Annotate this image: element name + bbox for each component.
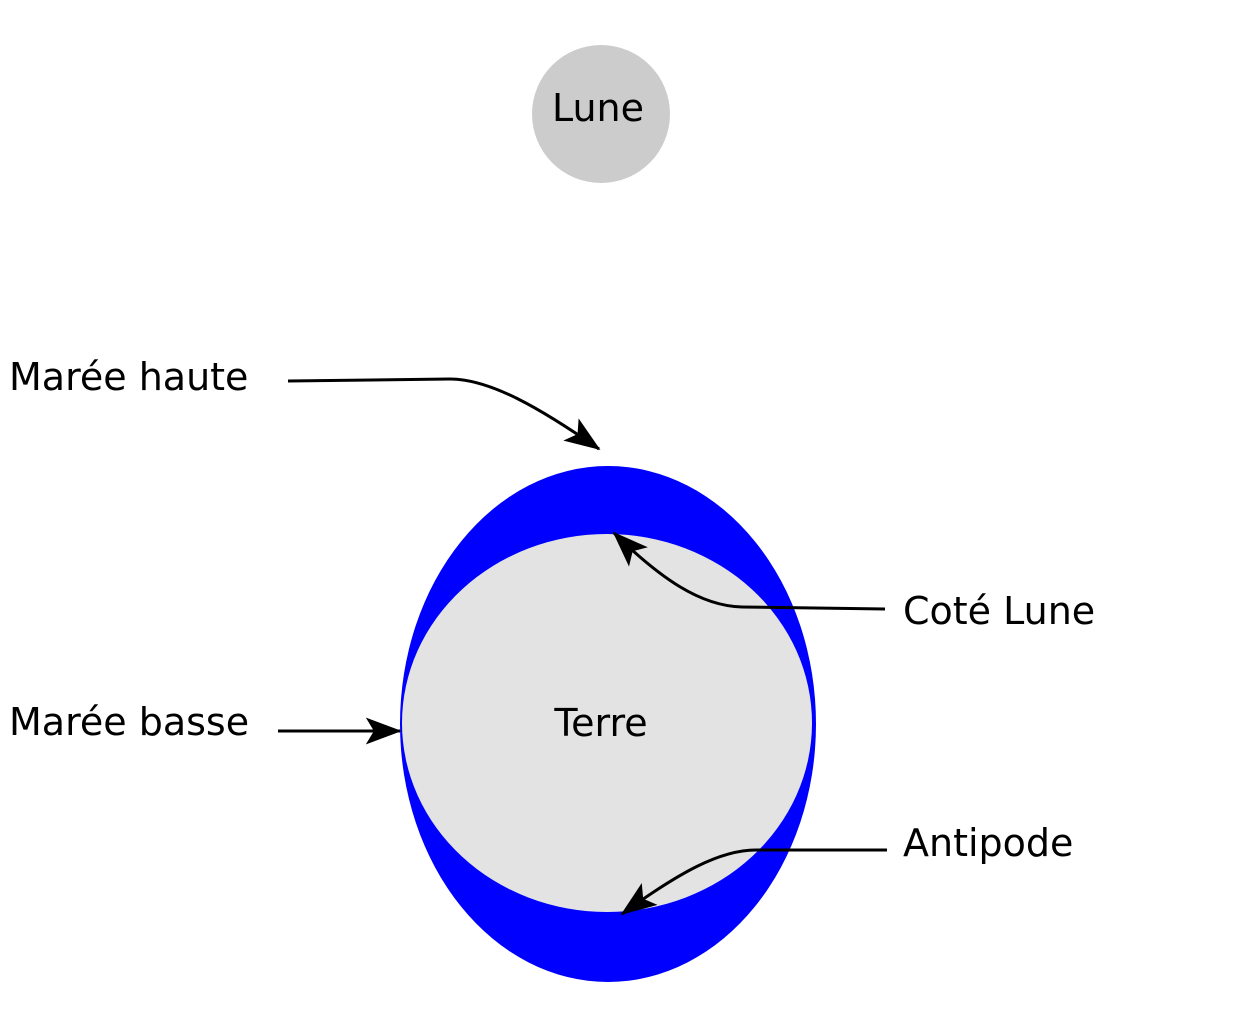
moon-side-annotation: Coté Lune [612, 531, 1095, 633]
high-tide-arrow [287, 377, 601, 451]
moon-side-label: Coté Lune [903, 589, 1095, 633]
moon-label: Lune [552, 86, 644, 130]
earth-disc [402, 534, 812, 912]
antipode-label: Antipode [903, 821, 1073, 865]
antipode-arrow [620, 848, 887, 916]
high-tide-annotation: Marée haute [9, 355, 601, 451]
moon-disc [532, 45, 670, 183]
earth: Terre [402, 534, 812, 912]
moon: Lune [532, 45, 670, 183]
low-tide-label: Marée basse [9, 700, 249, 744]
high-tide-label: Marée haute [9, 355, 248, 399]
antipode-annotation: Antipode [620, 821, 1073, 916]
low-tide-annotation: Marée basse [9, 700, 402, 745]
moon-side-arrow [612, 531, 886, 611]
earth-label: Terre [553, 701, 647, 745]
